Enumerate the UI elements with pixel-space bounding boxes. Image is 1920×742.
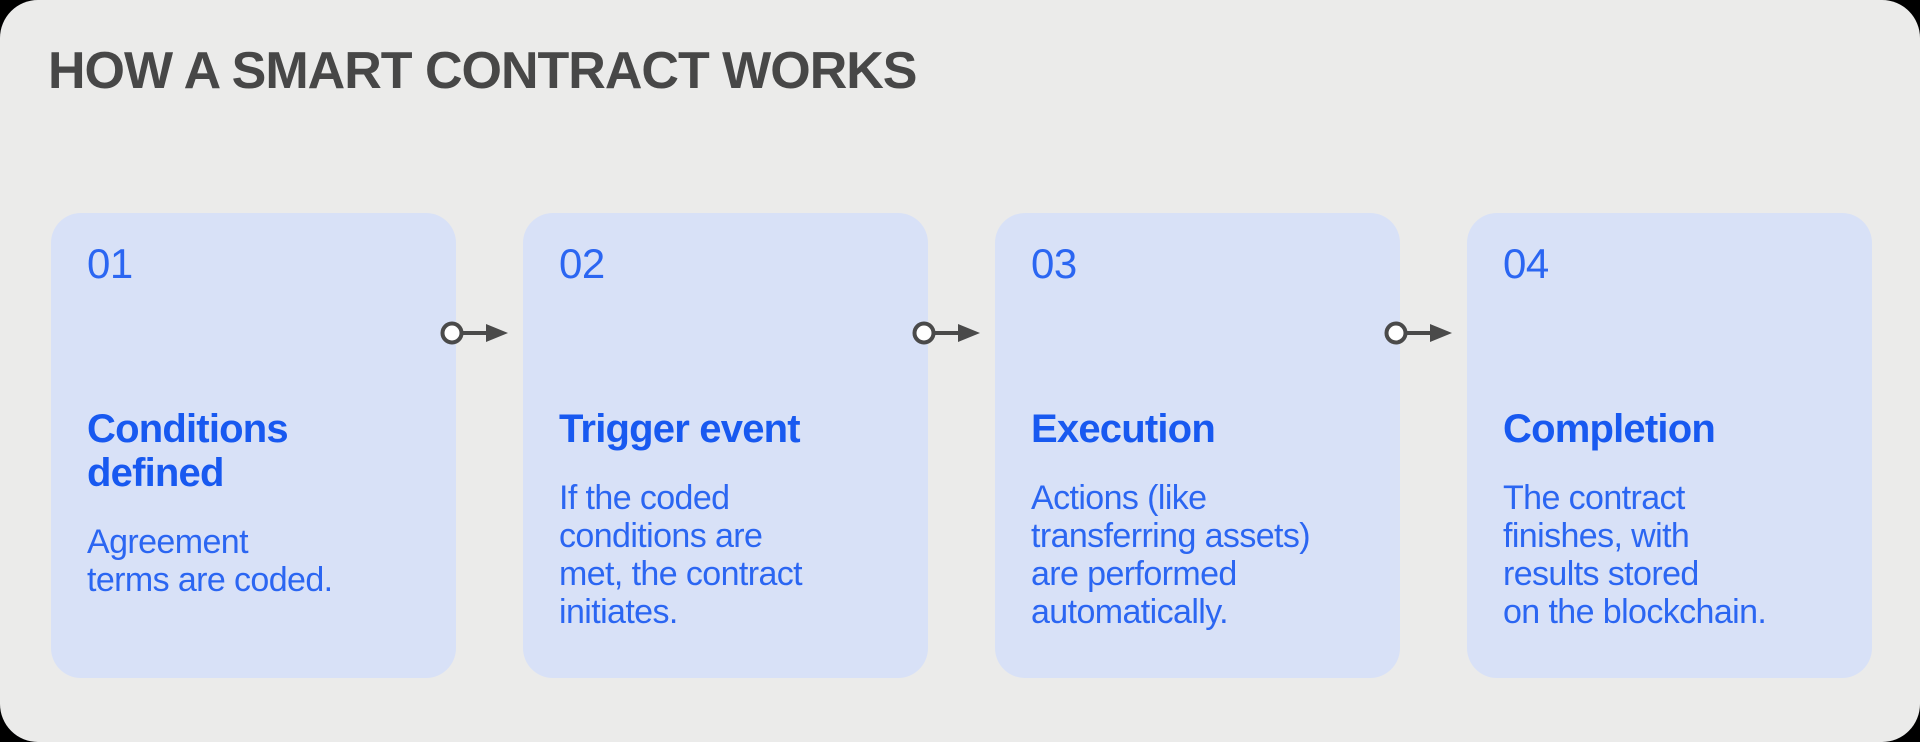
step-heading: Execution <box>1031 407 1216 452</box>
circle-line-arrow-right-icon <box>440 321 508 345</box>
step-description: If the coded conditions are met, the con… <box>559 479 803 632</box>
step-number: 02 <box>559 240 605 287</box>
step-number: 03 <box>1031 240 1077 287</box>
steps-row: 01 Conditions defined Agreement terms ar… <box>0 213 1920 678</box>
step-description: The contract finishes, with results stor… <box>1503 479 1767 632</box>
page-title: HOW A SMART CONTRACT WORKS <box>48 42 917 100</box>
step-card-completion: 04 Completion The contract finishes, wit… <box>1467 213 1872 678</box>
step-description: Actions (like transferring assets) are p… <box>1031 479 1311 632</box>
step-card-conditions-defined: 01 Conditions defined Agreement terms ar… <box>51 213 456 678</box>
step-heading: Trigger event <box>559 407 801 452</box>
step-card-execution: 03 Execution Actions (like transferring … <box>995 213 1400 678</box>
circle-line-arrow-right-icon <box>912 321 980 345</box>
step-number: 01 <box>87 240 133 287</box>
step-card-trigger-event: 02 Trigger event If the coded conditions… <box>523 213 928 678</box>
step-heading: Completion <box>1503 407 1716 452</box>
step-number: 04 <box>1503 240 1549 287</box>
step-heading: Conditions defined <box>87 407 289 496</box>
circle-line-arrow-right-icon <box>1384 321 1452 345</box>
step-description: Agreement terms are coded. <box>87 523 333 600</box>
